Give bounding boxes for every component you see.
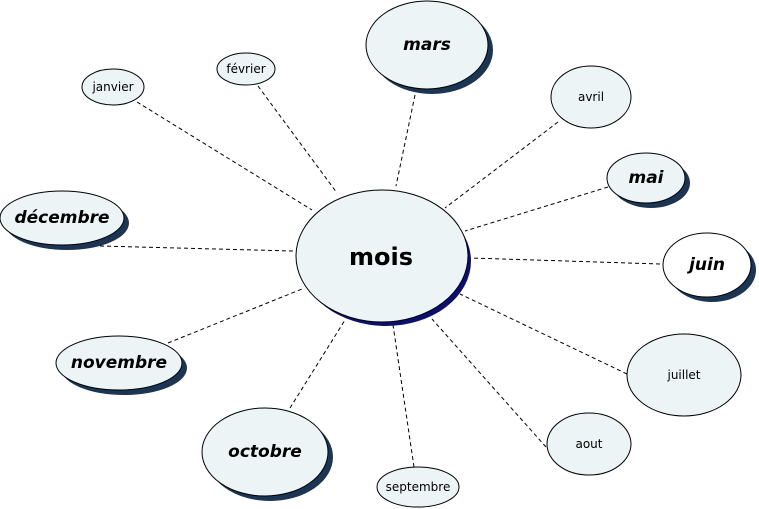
node-septembre: septembre bbox=[376, 466, 460, 508]
node-label-juillet: juillet bbox=[666, 368, 700, 382]
node-label-mai: mai bbox=[628, 168, 664, 188]
connectors bbox=[99, 85, 661, 468]
node-bubble-juillet bbox=[626, 333, 742, 417]
node-avril: avril bbox=[550, 65, 632, 129]
node-juin: juin bbox=[662, 232, 756, 302]
node-mai: mai bbox=[606, 152, 690, 208]
center-node: mois bbox=[295, 189, 471, 326]
connector-octobre bbox=[289, 319, 346, 409]
node-bubble-septembre bbox=[376, 466, 460, 508]
node-bubble-juin bbox=[662, 232, 752, 298]
connector-mai bbox=[464, 186, 609, 232]
node-bubble-aout bbox=[546, 412, 632, 476]
connector-decembre bbox=[99, 245, 294, 252]
node-label-septembre: septembre bbox=[386, 480, 451, 494]
node-aout: aout bbox=[546, 412, 632, 476]
node-juillet: juillet bbox=[626, 333, 742, 417]
connector-novembre bbox=[167, 288, 303, 344]
connector-juillet bbox=[459, 293, 628, 375]
connector-janvier bbox=[136, 101, 313, 211]
node-janvier: janvier bbox=[81, 68, 145, 106]
connector-fevrier bbox=[257, 85, 338, 194]
connector-juin bbox=[470, 257, 661, 265]
node-bubble-avril bbox=[550, 65, 632, 129]
node-label-janvier: janvier bbox=[91, 80, 133, 94]
connector-aout bbox=[431, 318, 547, 448]
node-fevrier: février bbox=[216, 52, 276, 86]
node-bubble-mai bbox=[606, 152, 686, 204]
node-label-aout: aout bbox=[575, 437, 602, 451]
node-bubble-decembre bbox=[0, 190, 125, 246]
node-bubble-novembre bbox=[55, 335, 183, 391]
node-label-avril: avril bbox=[578, 90, 604, 104]
node-label-juin: juin bbox=[686, 255, 725, 275]
center-label: mois bbox=[349, 243, 413, 271]
node-label-fevrier: février bbox=[226, 62, 265, 76]
node-bubble-fevrier bbox=[216, 52, 276, 86]
node-bubble-janvier bbox=[81, 68, 145, 106]
node-label-octobre: octobre bbox=[228, 442, 302, 462]
node-decembre: décembre bbox=[0, 190, 129, 250]
connector-mars bbox=[395, 94, 416, 187]
node-label-decembre: décembre bbox=[14, 208, 109, 228]
node-octobre: octobre bbox=[201, 407, 333, 501]
node-novembre: novembre bbox=[55, 335, 187, 395]
connector-avril bbox=[444, 121, 559, 209]
node-label-mars: mars bbox=[403, 35, 451, 55]
node-mars: mars bbox=[365, 0, 493, 94]
center-bubble bbox=[295, 189, 469, 323]
node-bubble-mars bbox=[365, 0, 489, 90]
node-bubble-octobre bbox=[201, 407, 329, 497]
connector-septembre bbox=[392, 324, 415, 468]
node-label-novembre: novembre bbox=[71, 353, 167, 373]
